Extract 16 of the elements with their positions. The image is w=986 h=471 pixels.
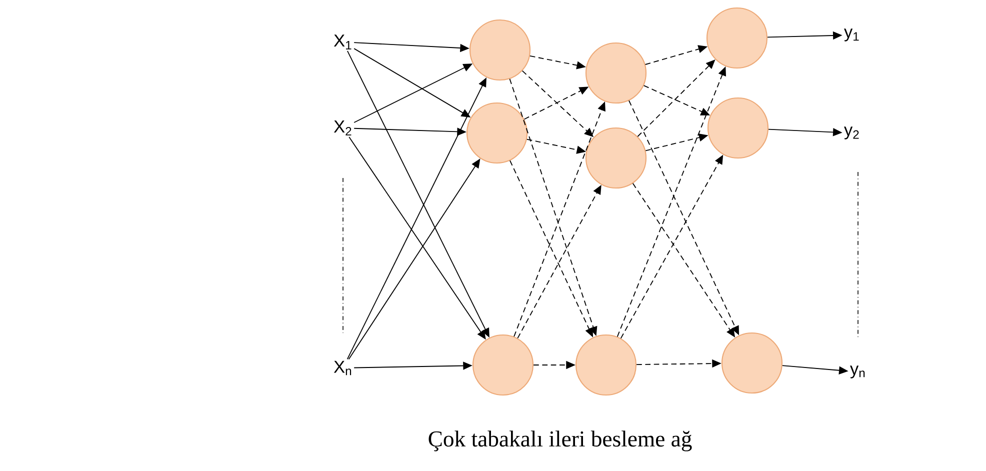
output-label: y$_{2}$ (844, 126, 859, 140)
neuron-circle (721, 332, 783, 394)
neuron-circle (585, 42, 647, 104)
input-label: X$_{1}$ (334, 34, 352, 50)
neuron-circle (585, 127, 647, 189)
output-label: y$_{n}$ (850, 366, 865, 378)
neuron-circle (707, 97, 769, 159)
neuron-circle (706, 7, 768, 69)
neuron-circle (575, 334, 637, 396)
neuron-circle (469, 19, 531, 81)
input-label: X$_{n}$ (334, 360, 352, 376)
neuron-circle (466, 102, 528, 164)
output-label: y$_{1}$ (844, 28, 859, 42)
input-label: X$_{2}$ (334, 120, 352, 136)
neuron-circle (472, 334, 534, 396)
caption: Çok tabakalı ileri besleme ağ (428, 430, 692, 452)
